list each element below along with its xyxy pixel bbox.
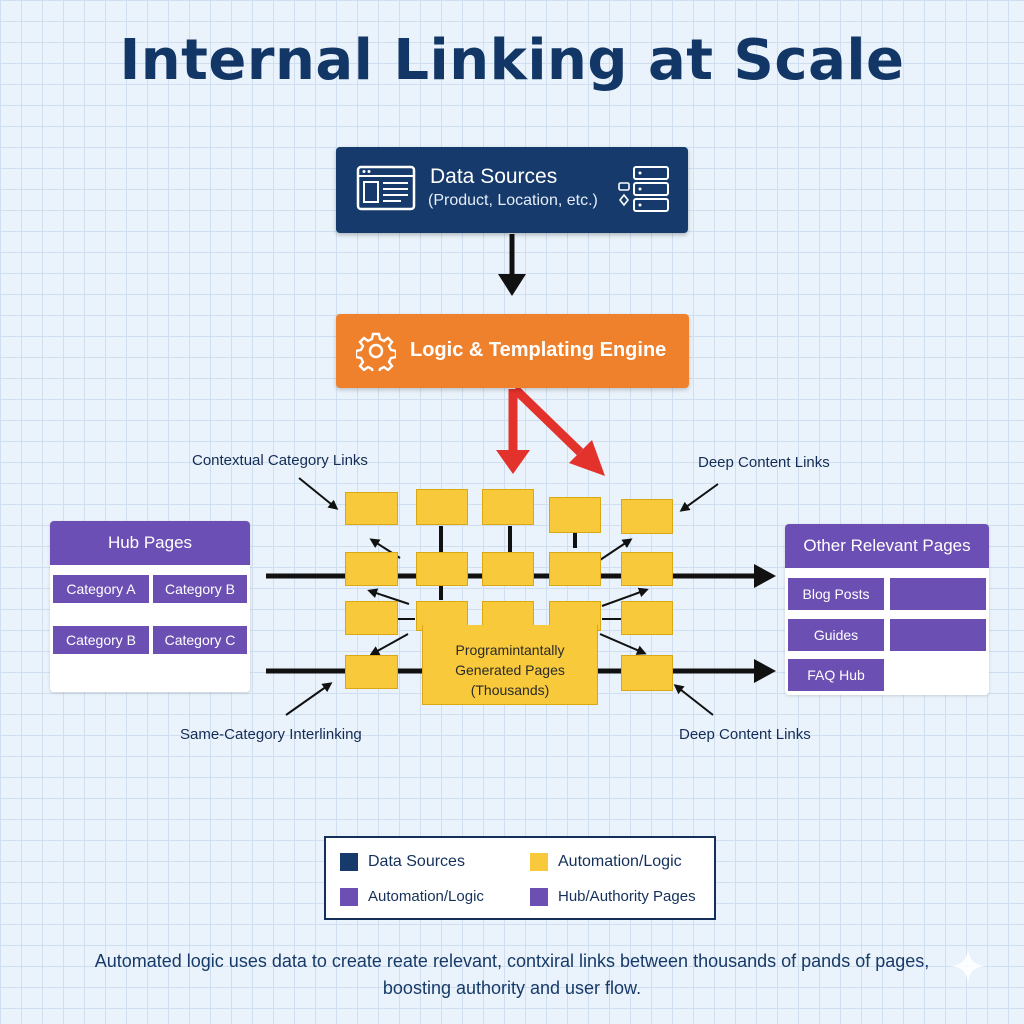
other-page-item[interactable]: Blog Posts [788, 578, 884, 610]
other-page-placeholder [890, 619, 986, 651]
logic-templating-engine-box: Logic & Templating Engine [336, 314, 689, 388]
generated-pages-line-1: Programintantally [455, 642, 565, 658]
hub-category-item[interactable]: Category B [53, 626, 149, 654]
other-page-item[interactable]: Guides [788, 619, 884, 651]
hub-category-item[interactable]: Category C [153, 626, 247, 654]
footer-caption: Automated logic uses data to create reat… [0, 948, 1024, 1002]
callout-deep-content-links-top: Deep Content Links [698, 454, 830, 471]
other-relevant-pages-title: Other Relevant Pages [785, 524, 989, 568]
legend-swatch [340, 853, 358, 871]
legend-label: Automation/Logic [368, 888, 484, 905]
page-title: Internal Linking at Scale [119, 28, 905, 93]
footer-line-1: Automated logic uses data to create reat… [94, 951, 930, 971]
data-sources-title: Data Sources [430, 165, 558, 188]
data-sources-subtitle: (Product, Location, etc.) [428, 192, 598, 209]
legend-swatch [340, 888, 358, 906]
legend-label: Hub/Authority Pages [558, 888, 696, 905]
gear-icon [356, 332, 396, 371]
arrow-engine-to-pages [508, 385, 584, 456]
legend-swatch [530, 853, 548, 871]
footer-line-2: boosting authority and user flow. [382, 978, 642, 998]
engine-title: Logic & Templating Engine [410, 339, 667, 361]
other-relevant-pages-panel: Other Relevant Pages Blog Posts Guides F… [785, 524, 989, 695]
database-server-icon [618, 166, 669, 212]
legend: Data Sources Automation/Logic Automation… [324, 836, 716, 920]
callout-contextual-category-links: Contextual Category Links [192, 452, 368, 469]
legend-swatch [530, 888, 548, 906]
hub-pages-panel: Hub Pages Category A Category B Category… [50, 521, 250, 692]
data-sources-box: Data Sources (Product, Location, etc.) [336, 147, 688, 233]
callout-deep-content-links-bottom: Deep Content Links [679, 726, 811, 743]
hub-pages-title: Hub Pages [50, 521, 250, 565]
hub-category-item[interactable]: Category B [153, 575, 247, 603]
generated-pages-label: Programintantally Generated Pages (Thous… [422, 640, 598, 700]
arrow-data-to-engine [498, 234, 526, 296]
generated-pages-line-3: (Thousands) [470, 682, 550, 698]
other-page-item[interactable]: FAQ Hub [788, 659, 884, 691]
legend-label: Automation/Logic [558, 853, 682, 870]
hub-category-item[interactable]: Category A [53, 575, 149, 603]
sparkle-icon [950, 948, 986, 984]
browser-window-icon [356, 165, 416, 211]
legend-label: Data Sources [368, 853, 465, 870]
callout-same-category-interlinking: Same-Category Interlinking [180, 726, 362, 743]
other-page-placeholder [890, 578, 986, 610]
generated-pages-line-2: Generated Pages [455, 662, 565, 678]
